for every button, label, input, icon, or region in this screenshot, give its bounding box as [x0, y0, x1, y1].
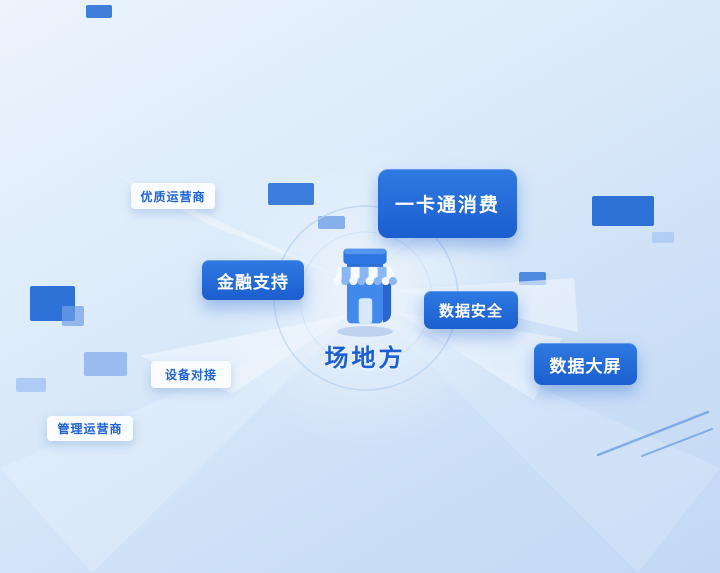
- node-device-integration: 设备对接: [151, 361, 231, 388]
- node-premium-operators: 优质运营商: [131, 183, 215, 209]
- decor-rect: [318, 216, 345, 229]
- node-financial-support: 金融支持: [202, 260, 304, 300]
- node-management-operators: 管理运营商: [47, 416, 133, 441]
- storefront-icon: [320, 243, 410, 339]
- decor-rect: [16, 378, 46, 392]
- decor-lines: [596, 410, 713, 457]
- decor-rect: [84, 352, 127, 376]
- node-card-payment: 一卡通消费: [378, 169, 517, 238]
- node-data-dashboard: 数据大屏: [534, 343, 637, 385]
- decor-rect: [592, 196, 654, 226]
- decor-rect: [268, 183, 314, 205]
- center-label: 场地方: [324, 345, 406, 372]
- node-data-security: 数据安全: [424, 291, 518, 329]
- decor-rect: [652, 232, 674, 243]
- decor-rect: [62, 306, 84, 326]
- decor-rect: [86, 5, 112, 18]
